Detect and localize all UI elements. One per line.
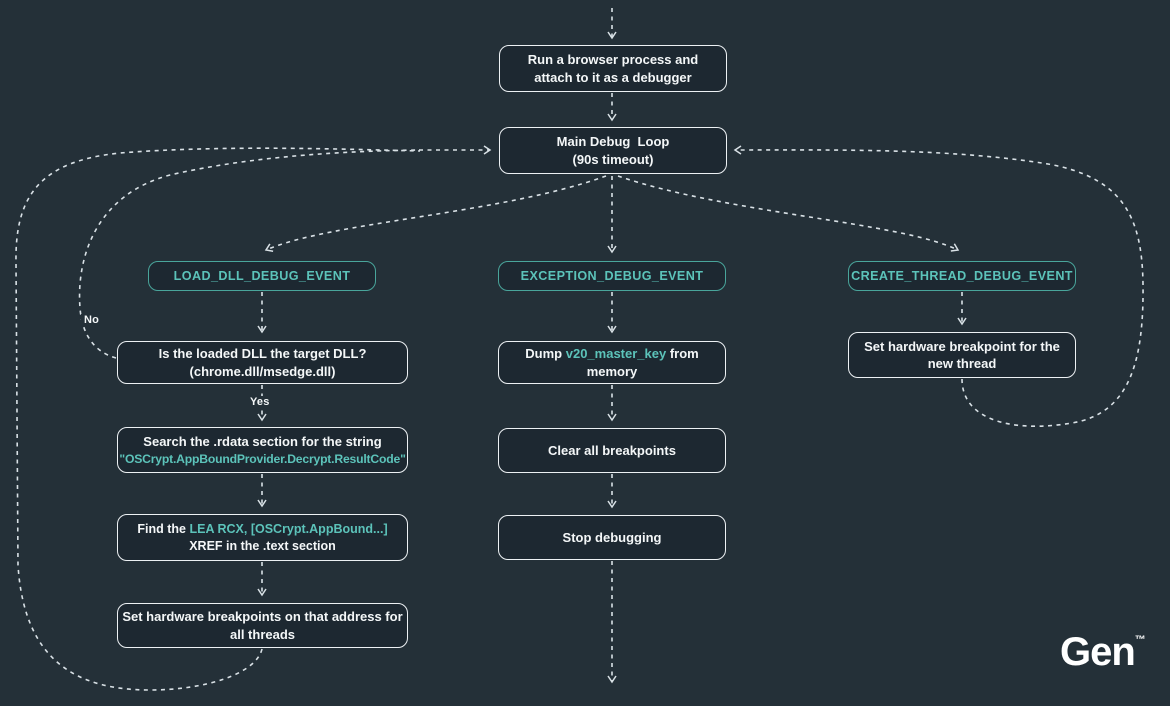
node-set-bp-new-thread: Set hardware breakpoint for the new thre… bbox=[848, 332, 1076, 378]
node-run-browser: Run a browser process and attach to it a… bbox=[499, 45, 727, 92]
node-run-browser-text: Run a browser process and attach to it a… bbox=[527, 52, 699, 85]
node-clear-breakpoints: Clear all breakpoints bbox=[498, 428, 726, 473]
node-stop-debugging: Stop debugging bbox=[498, 515, 726, 560]
node-main-debug-loop: Main Debug Loop (90s timeout) bbox=[499, 127, 727, 174]
node-create-thread-debug-event: CREATE_THREAD_DEBUG_EVENT bbox=[848, 261, 1076, 291]
node-is-target-dll-line1: Is the loaded DLL the target DLL? bbox=[158, 346, 367, 362]
dump-text-post: from memory bbox=[586, 346, 699, 379]
edge-label-no: No bbox=[81, 314, 103, 326]
find-text-pre: Find the bbox=[137, 522, 190, 536]
edge-main-to-load-dll bbox=[264, 175, 607, 253]
node-set-bp-all-threads-text: Set hardware breakpoints on that address… bbox=[122, 609, 403, 642]
gen-logo: Gen™ bbox=[1060, 630, 1146, 675]
node-find-xref-text: Find the LEA RCX, [OSCrypt.AppBound...] … bbox=[122, 521, 403, 554]
node-search-rdata-line2: "OSCrypt.AppBoundProvider.Decrypt.Result… bbox=[119, 451, 406, 466]
node-load-dll-debug-event: LOAD_DLL_DEBUG_EVENT bbox=[148, 261, 376, 291]
node-is-target-dll-line2: (chrome.dll/msedge.dll) bbox=[189, 363, 336, 379]
node-search-rdata-line1: Search the .rdata section for the string bbox=[143, 434, 382, 450]
node-main-debug-loop-line2: (90s timeout) bbox=[572, 151, 654, 167]
node-dump-master-key: Dump v20_master_key from memory bbox=[498, 341, 726, 384]
node-main-debug-loop-line1: Main Debug Loop bbox=[556, 134, 670, 150]
node-set-bp-all-threads: Set hardware breakpoints on that address… bbox=[117, 603, 408, 648]
edge-label-yes: Yes bbox=[247, 396, 273, 408]
node-exception-debug-event-text: EXCEPTION_DEBUG_EVENT bbox=[520, 268, 704, 283]
node-dump-master-key-text: Dump v20_master_key from memory bbox=[509, 345, 715, 379]
node-find-xref: Find the LEA RCX, [OSCrypt.AppBound...] … bbox=[117, 514, 408, 561]
gen-logo-text: Gen bbox=[1060, 630, 1136, 674]
dump-text-pre: Dump bbox=[525, 346, 566, 362]
node-set-bp-new-thread-text: Set hardware breakpoint for the new thre… bbox=[864, 338, 1060, 371]
edge-loop-set-bp-to-main bbox=[15, 147, 421, 691]
node-search-rdata: Search the .rdata section for the string… bbox=[117, 427, 408, 473]
node-create-thread-debug-event-text: CREATE_THREAD_DEBUG_EVENT bbox=[851, 268, 1073, 283]
find-text-code: LEA RCX, [OSCrypt.AppBound...] bbox=[189, 522, 388, 536]
node-is-target-dll: Is the loaded DLL the target DLL? (chrom… bbox=[117, 341, 408, 384]
node-exception-debug-event: EXCEPTION_DEBUG_EVENT bbox=[498, 261, 726, 291]
gen-logo-trademark: ™ bbox=[1134, 634, 1146, 646]
find-text-post: XREF in the .text section bbox=[189, 538, 336, 553]
dump-text-code: v20_master_key bbox=[565, 346, 667, 362]
edge-main-to-create-thread bbox=[617, 175, 960, 252]
edge-is-target-no-to-main bbox=[78, 149, 421, 359]
node-clear-breakpoints-text: Clear all breakpoints bbox=[548, 442, 676, 458]
node-stop-debugging-text: Stop debugging bbox=[562, 529, 662, 545]
node-load-dll-debug-event-text: LOAD_DLL_DEBUG_EVENT bbox=[173, 268, 351, 283]
